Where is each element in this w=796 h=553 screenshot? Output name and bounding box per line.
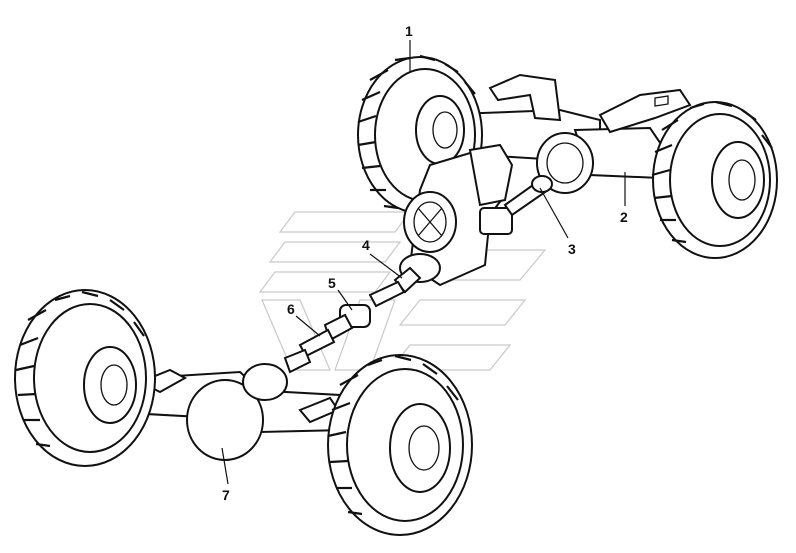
callout-label-5: 5 — [328, 275, 336, 291]
transfer-case — [399, 143, 514, 287]
callout-6: 6 — [287, 301, 321, 337]
callout-label-6: 6 — [287, 301, 295, 317]
callout-label-2: 2 — [620, 209, 628, 225]
rear-drive-shaft — [503, 175, 553, 217]
callout-label-4: 4 — [362, 237, 370, 253]
callout-label-7: 7 — [222, 487, 230, 503]
callout-1: 1 — [405, 23, 413, 72]
rear-right-wheel — [651, 100, 778, 259]
front-left-wheel — [14, 289, 156, 467]
callout-3: 3 — [539, 187, 576, 257]
front-drive-shaft — [283, 266, 422, 374]
callout-4: 4 — [362, 237, 403, 279]
front-right-wheel — [327, 354, 473, 536]
callout-label-1: 1 — [405, 23, 413, 39]
callout-2: 2 — [620, 172, 628, 225]
callout-label-3: 3 — [568, 241, 576, 257]
callout-7: 7 — [221, 447, 230, 503]
front-axle-housing — [109, 363, 347, 461]
callout-5: 5 — [328, 275, 353, 311]
